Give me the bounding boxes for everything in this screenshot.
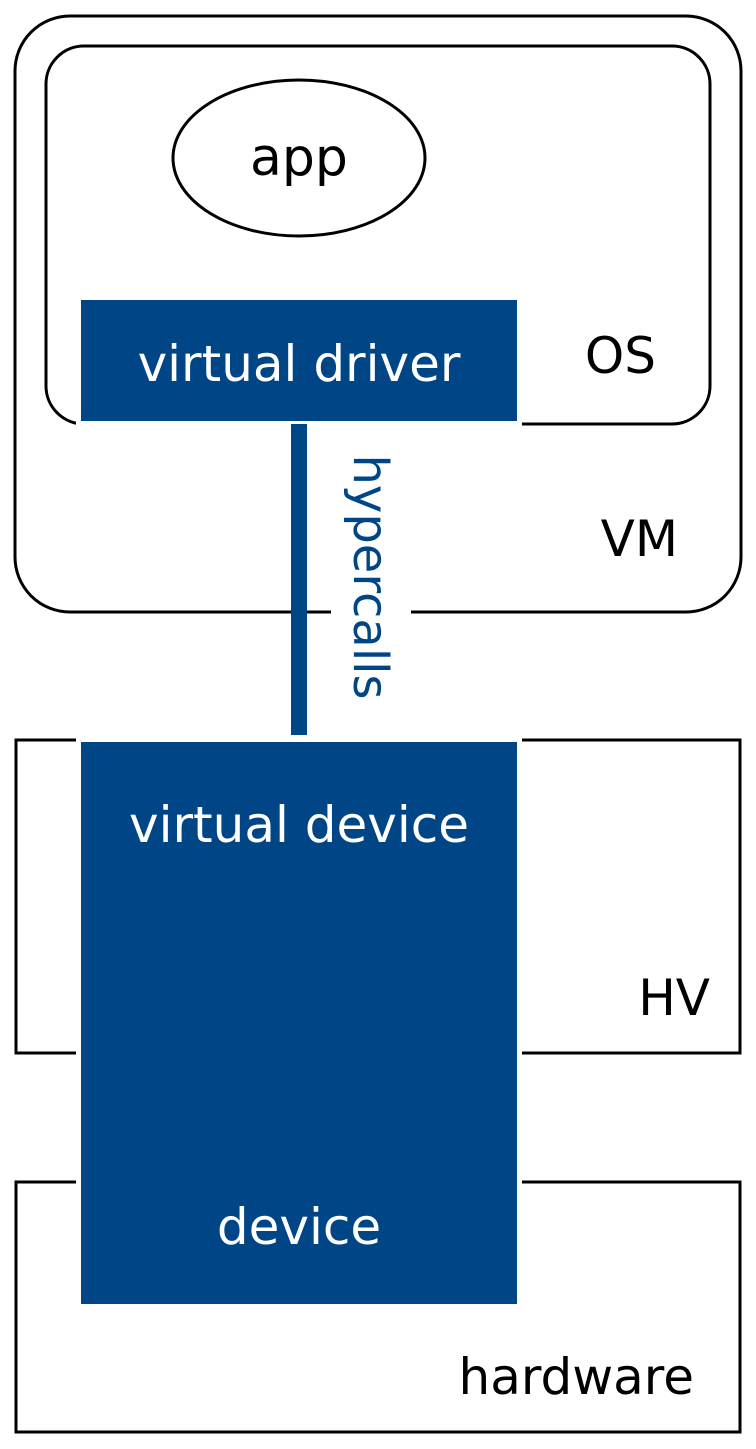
hv-label: HV: [638, 969, 710, 1027]
device-label: device: [217, 1198, 381, 1256]
hypercalls-connector: [291, 424, 307, 738]
os-label: OS: [585, 327, 656, 385]
hypercalls-label: hypercalls: [342, 455, 398, 700]
virtual-device-block: [81, 742, 517, 1304]
hardware-label: hardware: [459, 1348, 695, 1406]
virtual-device-label: virtual device: [129, 796, 469, 854]
virtual-driver-label: virtual driver: [138, 335, 461, 393]
virtual-driver-block: [81, 300, 517, 421]
vm-label: VM: [601, 510, 678, 568]
app-label: app: [250, 128, 348, 188]
app-ellipse: [171, 78, 427, 238]
